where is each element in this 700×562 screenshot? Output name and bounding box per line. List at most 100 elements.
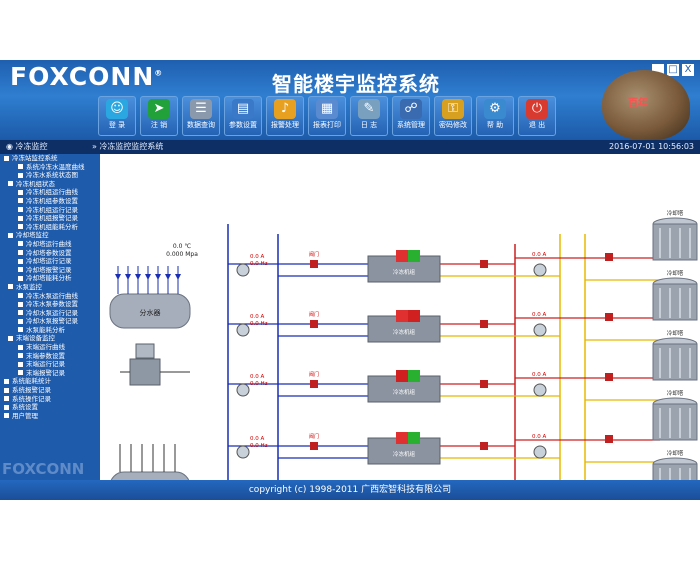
network-icon: ☍ <box>400 99 422 119</box>
sidebar-item[interactable]: 冷却塔参数设置 <box>0 249 100 258</box>
sidebar-item[interactable]: 冷却塔报警记录 <box>0 266 100 275</box>
tree-node-icon <box>8 232 13 238</box>
sidebar-item[interactable]: 冷却塔运行曲线 <box>0 240 100 249</box>
sidebar-item[interactable]: 冷冻水系统状态图 <box>0 171 100 180</box>
tree-node-icon <box>4 396 9 402</box>
sidebar-item[interactable]: 冷冻水泵参数设置 <box>0 300 100 309</box>
valve-label: 阀门 <box>309 433 319 440</box>
cooling-tower <box>652 277 698 321</box>
settings-panel-icon: ▤ <box>232 99 254 119</box>
sidebar-item-label: 系统冷冻水温度曲线 <box>26 162 85 171</box>
sidebar-item[interactable]: 系统报警记录 <box>0 386 100 395</box>
valve-actuator <box>135 343 155 359</box>
sidebar-item-label: 冷却塔监控 <box>16 231 49 240</box>
sidebar-item[interactable]: 末端参数设置 <box>0 352 100 361</box>
valve-icon <box>310 380 318 388</box>
sidebar-item[interactable]: 冷冻机组报警记录 <box>0 214 100 223</box>
chilled-pump <box>236 263 250 277</box>
chilled-pump <box>236 383 250 397</box>
sidebar-item-label: 冷冻机组状态 <box>16 179 55 188</box>
sidebar-item[interactable]: 冷冻站监控系统 <box>0 154 100 163</box>
toolbar-button-0[interactable]: ☺ 登 录 <box>98 96 136 136</box>
sidebar-item[interactable]: 冷冻机组运行记录 <box>0 206 100 215</box>
toolbar-button-4[interactable]: ♪ 报警处理 <box>266 96 304 136</box>
toolbar-label: 参数设置 <box>229 121 257 129</box>
log-icon: ✎ <box>358 99 380 119</box>
sidebar-item-label: 系统报警记录 <box>12 386 51 395</box>
toolbar-button-6[interactable]: ✎日 志 <box>350 96 388 136</box>
sidebar-item[interactable]: 末端设备监控 <box>0 334 100 343</box>
user-icon: ☺ <box>106 99 128 119</box>
toolbar-button-7[interactable]: ☍系统管理 <box>392 96 430 136</box>
tree-node-icon <box>4 404 9 410</box>
chilled-pump <box>236 323 250 337</box>
sidebar-item[interactable]: 冷却水泵运行记录 <box>0 309 100 318</box>
tree-node-icon <box>8 181 13 187</box>
flow-arrow-icon <box>165 274 171 280</box>
tree-node-icon <box>18 258 23 264</box>
sidebar-item[interactable]: 水泵能耗分析 <box>0 326 100 335</box>
chiller-status-red <box>396 250 408 262</box>
close-button[interactable]: X <box>682 64 694 76</box>
valve-icon <box>480 260 488 268</box>
valve-icon <box>605 373 613 381</box>
tree-node-icon <box>8 335 13 341</box>
sidebar-item[interactable]: 冷却塔运行记录 <box>0 257 100 266</box>
tower-label: 冷却塔 <box>667 209 684 217</box>
sidebar-item[interactable]: 系统能耗统计 <box>0 377 100 386</box>
sidebar-item[interactable]: 冷却塔监控 <box>0 231 100 240</box>
cooling-tower <box>652 337 698 381</box>
sidebar-item[interactable]: 冷冻机组能耗分析 <box>0 223 100 232</box>
toolbar-button-2[interactable]: ☰数据查询 <box>182 96 220 136</box>
sidebar-item[interactable]: 冷冻水泵运行曲线 <box>0 292 100 301</box>
toolbar-label: 密码修改 <box>439 121 467 129</box>
sidebar-item[interactable]: 用户管理 <box>0 412 100 421</box>
toolbar-button-8[interactable]: ⚿密码修改 <box>434 96 472 136</box>
maximize-button[interactable]: □ <box>667 64 679 76</box>
sidebar-logo: FOXCONN <box>2 460 85 478</box>
supply-header-tank <box>109 293 191 329</box>
flow-arrow-icon <box>155 274 161 280</box>
sidebar-item[interactable]: 冷却塔能耗分析 <box>0 274 100 283</box>
sidebar-item[interactable]: 末端运行记录 <box>0 360 100 369</box>
rock-emblem: 百年 <box>602 70 690 140</box>
pump-frequency: 0.0 Hz <box>250 261 268 267</box>
toolbar-button-9[interactable]: ⚙帮 助 <box>476 96 514 136</box>
sidebar-item[interactable]: 水泵监控 <box>0 283 100 292</box>
sidebar-item[interactable]: 冷冻机组状态 <box>0 180 100 189</box>
tree-node-icon <box>8 284 13 290</box>
breadcrumb-root[interactable]: ◉ 冷冻监控 <box>6 142 48 151</box>
tree-node-icon <box>18 301 23 307</box>
toolbar-button-3[interactable]: ▤ 参数设置 <box>224 96 262 136</box>
sidebar-item[interactable]: 冷却水泵报警记录 <box>0 317 100 326</box>
tree-node-icon <box>18 224 23 230</box>
sidebar-item[interactable]: 系统冷冻水温度曲线 <box>0 163 100 172</box>
sidebar-item-label: 末端设备监控 <box>16 334 55 343</box>
sidebar-item[interactable]: 冷冻机组参数设置 <box>0 197 100 206</box>
sidebar-item-label: 末端报警记录 <box>26 368 65 377</box>
sidebar-item-label: 冷却塔报警记录 <box>26 265 72 274</box>
flow-arrow-icon <box>115 274 121 280</box>
flow-arrow-icon <box>135 274 141 280</box>
toolbar-button-1[interactable]: ➤注 销 <box>140 96 178 136</box>
toolbar-button-5[interactable]: ▦报表打印 <box>308 96 346 136</box>
running-man-icon: ➤ <box>148 99 170 119</box>
sidebar-item[interactable]: 系统设置 <box>0 403 100 412</box>
main-toolbar: ☺ 登 录 ➤注 销☰数据查询 ▤ 参数设置 ♪ 报警处理 ▦报表打印✎日 志☍系统管理⚿密码… <box>98 96 556 136</box>
sidebar-item-label: 冷冻机组能耗分析 <box>26 222 78 231</box>
sidebar-item[interactable]: 末端运行曲线 <box>0 343 100 352</box>
tower-label: 冷却塔 <box>667 269 684 277</box>
speaker-icon: ♪ <box>274 99 296 119</box>
sidebar-item[interactable]: 冷冻机组运行曲线 <box>0 188 100 197</box>
toolbar-button-10[interactable]: ⏻退 出 <box>518 96 556 136</box>
toolbar-label: 报警处理 <box>271 121 299 129</box>
valve-label: 阀门 <box>309 311 319 318</box>
sidebar-item-label: 系统设置 <box>12 403 38 412</box>
sidebar-item[interactable]: 系统操作记录 <box>0 395 100 404</box>
sidebar-item[interactable]: 末端报警记录 <box>0 369 100 378</box>
toolbar-label: 登 录 <box>108 121 126 129</box>
sidebar-item-label: 末端运行曲线 <box>26 343 65 352</box>
sidebar-item-label: 用户管理 <box>12 411 38 420</box>
